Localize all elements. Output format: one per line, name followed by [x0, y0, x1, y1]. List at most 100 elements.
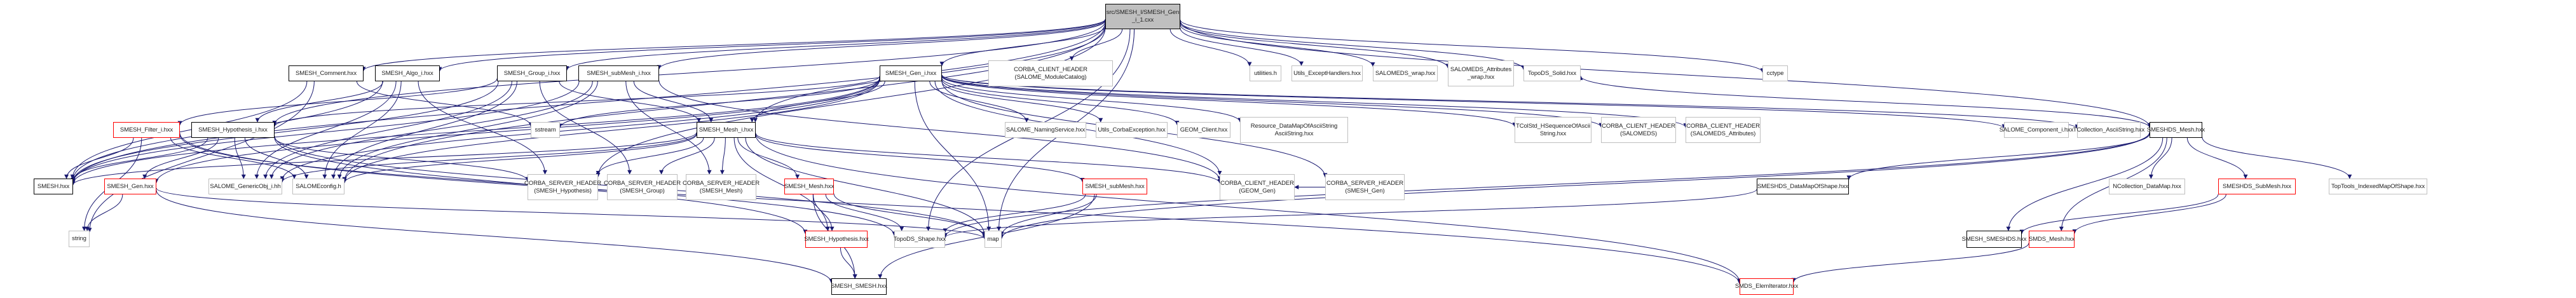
node-salomeconfig[interactable]: SALOMEconfig.h [292, 179, 344, 194]
node-utils-excepthandlers[interactable]: Utils_ExceptHandlers.hxx [1291, 65, 1363, 81]
node-smesh-submesh-i[interactable]: SMESH_subMesh_i.hxx [578, 65, 659, 81]
edge-root-to-cc_modcat [1069, 29, 1123, 61]
node-label: SMESHDS_DataMapOfShape.hxx [1757, 182, 1849, 190]
node-label: SALOMEconfig.h [296, 182, 341, 190]
edge-smesh_mesh-to-map [833, 193, 987, 238]
edge-root-to-salomeds_attr_wrap [1180, 22, 1450, 69]
node-ncollection-datamap[interactable]: NCollection_DataMap.hxx [2109, 179, 2185, 194]
edge-gen_i-to-hyp_i [272, 76, 880, 127]
node-topods-shape[interactable]: TopoDS_Shape.hxx [893, 231, 946, 248]
node-salomeds-wrap[interactable]: SALOMEDS_wrap.hxx [1373, 65, 1438, 81]
node-salome-genericobj-i[interactable]: SALOME_GenericObj_i.hh [208, 179, 282, 194]
node-string[interactable]: string [69, 231, 90, 247]
edge-root-to-smeshds_mesh [1180, 20, 2152, 128]
node-resource-datamap[interactable]: Resource_DataMapOfAsciiString AsciiStrin… [1240, 117, 1348, 143]
node-smeshds-mesh[interactable]: SMESHDS_Mesh.hxx [2147, 122, 2205, 138]
node-smesh-submesh[interactable]: SMESH_subMesh.hxx [1082, 179, 1147, 194]
edge-submesh_i-to-salomeconfig [337, 81, 598, 179]
edge-smeshds_mesh-to-smesh_smeshds [2006, 137, 2164, 231]
edge-gen_i-to-corbaexc [941, 81, 1103, 123]
node-tcolstd-hsequence[interactable]: TColStd_HSequenceOfAscii String.hxx [1515, 117, 1591, 143]
edge-root-to-hyp_i [272, 21, 1106, 126]
edge-mesh_i-to-generic_obj [280, 133, 697, 183]
node-smesh-hypothesis-i[interactable]: SMESH_Hypothesis_i.hxx [191, 122, 275, 138]
node-label: SMESH_SMESH.hxx [831, 283, 887, 290]
edge-smeshds_mesh-to-topods_solid [1578, 75, 2150, 128]
node-salome-component-i[interactable]: SALOME_Component_i.hxx [2000, 122, 2073, 138]
edge-smeshds_submesh-to-smds_mesh [2072, 194, 2226, 234]
node-label: Resource_DataMapOfAsciiString AsciiStrin… [1250, 122, 1338, 137]
node-smesh-smesh[interactable]: SMESH_SMESH.hxx [831, 278, 887, 295]
node-label: SMESHDS_SubMesh.hxx [2223, 182, 2291, 190]
node-corba-client-geom-gen[interactable]: CORBA_CLIENT_HEADER (GEOM_Gen) [1220, 174, 1295, 200]
node-label: SMESH_Filter_i.hxx [119, 126, 174, 133]
node-label: SMESH_Algo_i.hxx [381, 69, 433, 77]
node-smesh-mesh-i[interactable]: SMESH_Mesh_i.hxx [697, 122, 756, 138]
edge-gen_i-to-resource [941, 78, 1243, 123]
node-cctype[interactable]: cctype [1762, 65, 1788, 81]
edge-mesh_i-to-smds_elemiter [755, 134, 1742, 283]
node-smesh-gen-i[interactable]: SMESH_Gen_i.hxx [880, 65, 942, 81]
node-topods-solid[interactable]: TopoDS_Solid.hxx [1523, 65, 1581, 81]
node-smesh-hxx[interactable]: SMESH.hxx [34, 179, 73, 194]
node-toptools-indexedmapofshape[interactable]: TopTools_IndexedMapOfShape.hxx [2329, 179, 2427, 194]
edge-submesh_i-to-mesh_i [633, 81, 714, 123]
node-label: utilities.h [1254, 69, 1277, 77]
edge-filter_i-to-salomeconfig [170, 137, 297, 179]
node-smesh-filter-i[interactable]: SMESH_Filter_i.hxx [113, 122, 180, 138]
node-label: SMESH_SMESHDS.hxx [1961, 235, 2027, 243]
node-corba-server-smesh-mesh[interactable]: CORBA_SERVER_HEADER (SMESH_Mesh) [683, 174, 760, 200]
edge-root-to-utilities [1169, 29, 1252, 67]
edge-smesh_submesh-to-topods_shape [943, 194, 1086, 233]
edge-smeshds_mesh-to-ncoll_datamap [2148, 137, 2172, 179]
edge-mesh_i-to-smesh_hyp [733, 137, 830, 231]
node-corba-server-smesh-group[interactable]: CORBA_SERVER_HEADER (SMESH_Group) [604, 174, 681, 200]
node-utilities[interactable]: utilities.h [1250, 65, 1281, 81]
root-file-node[interactable]: src/SMESH_I/SMESH_Gen _i_1.cxx [1105, 4, 1180, 29]
node-corba-client-modulecatalog[interactable]: CORBA_CLIENT_HEADER (SALOME_ModuleCatalo… [988, 60, 1113, 86]
edge-algo_i-to-generic_obj [254, 81, 397, 179]
edge-smeshds_mesh-to-smeshds_submesh [2186, 137, 2248, 179]
node-smesh-smeshds[interactable]: SMESH_SMESHDS.hxx [1962, 231, 2026, 248]
node-utils-corbaexception[interactable]: Utils_CorbaException.hxx [1096, 122, 1168, 138]
edge-gen_i-to-tcolstd [941, 76, 1517, 127]
node-corba-client-salomeds[interactable]: CORBA_CLIENT_HEADER (SALOMEDS) [1601, 117, 1676, 143]
edge-datamapshape-to-topods_shape [943, 189, 1757, 238]
edge-gen_i-to-naming [929, 81, 1029, 123]
node-smesh-mesh[interactable]: SMESH_Mesh.hxx [784, 179, 834, 194]
node-smesh-algo-i[interactable]: SMESH_Algo_i.hxx [375, 65, 440, 81]
node-smesh-hypothesis[interactable]: SMESH_Hypothesis.hxx [804, 231, 869, 248]
node-smeshds-submesh[interactable]: SMESHDS_SubMesh.hxx [2218, 179, 2296, 194]
edge-smesh_hyp-to-smesh_smesh [840, 247, 857, 279]
edge-submesh_i-to-smesh_hxx [71, 81, 580, 183]
node-smesh-comment[interactable]: SMESH_Comment.hxx [289, 65, 364, 81]
node-label: SMESH_Group_i.hxx [503, 69, 561, 77]
node-label: SMESH_Gen.hxx [107, 182, 154, 190]
edge-smeshds_mesh-to-map [999, 132, 2150, 239]
node-smds-mesh[interactable]: SMDS_Mesh.hxx [2029, 231, 2075, 248]
node-smesh-group-i[interactable]: SMESH_Group_i.hxx [497, 65, 567, 81]
node-corba-client-salomeds-attributes[interactable]: CORBA_CLIENT_HEADER (SALOMEDS_Attributes… [1686, 117, 1761, 143]
node-label: string [72, 235, 86, 242]
node-salomeds-attributes-wrap[interactable]: SALOMEDS_Attributes _wrap.hxx [1448, 60, 1514, 86]
edge-root-to-utils_exc [1180, 28, 1304, 66]
node-corba-server-smesh-gen[interactable]: CORBA_SERVER_HEADER (SMESH_Gen) [1325, 174, 1405, 200]
node-smds-elemiterator[interactable]: SMDS_ElemIterator.hxx [1735, 278, 1798, 295]
node-tcollection-asciistring[interactable]: TCollection_AsciiString.hxx [2073, 122, 2144, 138]
edge-algo_i-to-salomeconfig [322, 81, 402, 179]
node-geom-client[interactable]: GEOM_Client.hxx [1177, 122, 1230, 138]
node-corba-server-smesh-hypothesis[interactable]: CORBA_SERVER_HEADER (SMESH_Hypothesis) [524, 174, 601, 200]
node-label: TopoDS_Solid.hxx [1527, 69, 1577, 77]
edge-hyp_i-to-salomeconfig [244, 137, 309, 179]
edge-hyp_i-to-smesh_gen [142, 137, 219, 179]
node-smesh-gen[interactable]: SMESH_Gen.hxx [104, 179, 156, 194]
edge-smeshds_mesh-to-toptools [2202, 137, 2352, 179]
node-smeshds-datamapofshape[interactable]: SMESHDS_DataMapOfShape.hxx [1757, 179, 1849, 194]
node-map[interactable]: map [985, 231, 1002, 248]
node-label: CORBA_SERVER_HEADER (SMESH_Hypothesis) [524, 179, 601, 194]
node-sstream[interactable]: sstream [531, 122, 560, 138]
node-salome-namingservice[interactable]: SALOME_NamingService.hxx [1005, 122, 1086, 138]
edge-smesh_gen-to-string [85, 194, 123, 231]
node-label: Utils_CorbaException.hxx [1098, 126, 1166, 133]
node-label: TopoDS_Shape.hxx [893, 235, 946, 243]
